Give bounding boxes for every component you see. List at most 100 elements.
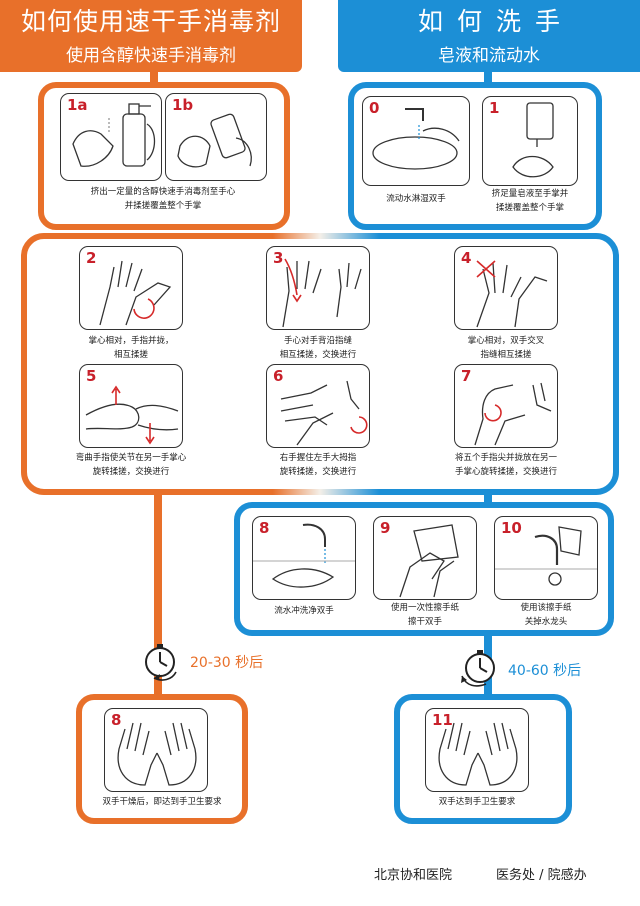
- connector-line: [484, 72, 492, 86]
- caption-line: 双手干燥后，即达到手卫生要求: [102, 797, 222, 807]
- faucet-wet-hands-illustration: [372, 108, 460, 170]
- fingertips-rotation-illustration: [474, 382, 552, 446]
- step-number: 10: [501, 519, 522, 537]
- step-4-caption: 掌心相对，双手交叉 指缝相互揉搓: [446, 334, 566, 362]
- alcohol-end-box: [76, 694, 248, 824]
- caption-line: 关掉水龙头: [524, 617, 568, 627]
- caption-line: 手掌心旋转揉搓，交换进行: [454, 467, 557, 477]
- caption-line: 指缝相互揉搓: [480, 350, 532, 360]
- step-card-10: 10: [494, 516, 598, 600]
- thumb-rotation-illustration: [280, 380, 368, 446]
- header-alcohol-rub: 如何使用速干手消毒剂 使用含醇快速手消毒剂: [0, 0, 302, 72]
- step-8-dry-caption: 双手干燥后，即达到手卫生要求: [84, 795, 240, 809]
- step-number: 1b: [172, 96, 194, 114]
- header-handwash: 如何洗手 皂液和流动水: [338, 0, 640, 72]
- alcohol-start-box: [38, 82, 290, 230]
- step-card-1b: 1b: [165, 93, 267, 181]
- wash-start-box: [348, 82, 602, 230]
- wash-end-box: [394, 694, 572, 824]
- caption-line: 掌心相对，双手交叉: [467, 336, 545, 346]
- step-card-8-rinse: 8: [252, 516, 356, 600]
- header-subtitle: 使用含醇快速手消毒剂: [66, 46, 236, 66]
- step-card-9: 9: [373, 516, 477, 600]
- interlocked-fingers-illustration: [85, 385, 179, 445]
- caption-line: 双手达到手卫生要求: [438, 797, 516, 807]
- caption-line: 将五个手指尖并拢放在另一: [454, 453, 557, 463]
- caption-line: 挤出一定量的含醇快速手消毒剂至手心: [90, 187, 236, 197]
- paper-towel-dry-illustration: [399, 524, 459, 598]
- step-card-1: 1: [482, 96, 578, 186]
- stopwatch-icon: [145, 644, 177, 681]
- timer-label: 20-30 秒后: [190, 655, 264, 671]
- step-card-7: 7: [454, 364, 558, 448]
- footer-hospital: 北京协和医院: [374, 868, 453, 883]
- caption-line: 旋转揉搓，交换进行: [92, 467, 170, 477]
- step-9-caption: 使用一次性擦手纸 擦干双手: [365, 601, 485, 629]
- hand-sanitizer-illustration: [72, 103, 156, 167]
- caption-line: 相互揉搓: [113, 350, 148, 360]
- caption-line: 挤足量皂液至手掌并: [491, 189, 569, 199]
- step-card-5: 5: [79, 364, 183, 448]
- header-subtitle: 皂液和流动水: [438, 46, 540, 66]
- caption-line: 相互揉搓，交换进行: [279, 350, 357, 360]
- step-number: 1a: [67, 96, 88, 114]
- step-card-6: 6: [266, 364, 370, 448]
- step-number: 8: [111, 711, 122, 729]
- footer-department: 医务处 / 院感办: [496, 868, 587, 883]
- step-card-1a: 1a: [60, 93, 162, 181]
- caption-line: 弯曲手指使关节在另一手掌心: [75, 453, 187, 463]
- step-card-8-dry: 8: [104, 708, 208, 792]
- caption-line: 流水冲洗净双手: [274, 606, 334, 616]
- step-7-caption: 将五个手指尖并拢放在另一 手掌心旋转揉搓，交换进行: [438, 451, 574, 479]
- step-1ab-caption: 挤出一定量的含醇快速手消毒剂至手心 并揉搓覆盖整个手掌: [74, 185, 252, 213]
- step-number: 11: [432, 711, 453, 729]
- step-card-11: 11: [425, 708, 529, 792]
- caption-line: 揉搓覆盖整个手掌: [495, 203, 564, 213]
- step-8-rinse-caption: 流水冲洗净双手: [252, 604, 356, 618]
- caption-line: 使用该擦手纸: [520, 603, 572, 613]
- back-of-hand-illustration: [282, 258, 362, 328]
- header-title: 如何使用速干手消毒剂: [20, 7, 281, 36]
- step-card-2: 2: [79, 246, 183, 330]
- header-title: 如何洗手: [417, 7, 574, 36]
- step-5-caption: 弯曲手指使关节在另一手掌心 旋转揉搓，交换进行: [62, 451, 200, 479]
- step-number: 1: [489, 99, 500, 117]
- step-number: 2: [86, 249, 97, 267]
- soap-dispenser-illustration: [512, 102, 554, 178]
- step-card-3: 3: [266, 246, 370, 330]
- step-number: 9: [380, 519, 391, 537]
- step-number: 0: [369, 99, 380, 117]
- step-number: 7: [461, 367, 472, 385]
- step-card-4: 4: [454, 246, 558, 330]
- step-3-caption: 手心对手背沿指缝 相互揉搓，交换进行: [258, 334, 378, 362]
- step-number: 3: [273, 249, 284, 267]
- caption-line: 右手握住左手大拇指: [279, 453, 357, 463]
- step-number: 8: [259, 519, 270, 537]
- stopwatch-icon: [461, 650, 495, 687]
- step-card-0: 0: [362, 96, 470, 186]
- caption-line: 掌心相对，手指并拢，: [88, 336, 174, 346]
- caption-line: 手心对手背沿指缝: [283, 336, 352, 346]
- step-number: 4: [461, 249, 472, 267]
- interlaced-fingers-illustration: [476, 260, 548, 328]
- connector-line: [150, 72, 158, 86]
- clean-hands-illustration: [438, 722, 518, 786]
- caption-line: 旋转揉搓，交换进行: [279, 467, 357, 477]
- hand-sanitizer-illustration: [177, 113, 252, 168]
- step-1-caption: 挤足量皂液至手掌并 揉搓覆盖整个手掌: [470, 187, 590, 215]
- step-11-caption: 双手达到手卫生要求: [405, 795, 549, 809]
- timer-label: 40-60 秒后: [508, 663, 582, 679]
- step-10-caption: 使用该擦手纸 关掉水龙头: [486, 601, 606, 629]
- dry-hands-illustration: [117, 722, 197, 786]
- step-6-caption: 右手握住左手大拇指 旋转揉搓，交换进行: [258, 451, 378, 479]
- caption-line: 流动水淋湿双手: [386, 194, 446, 204]
- step-0-caption: 流动水淋湿双手: [362, 192, 470, 206]
- rinse-hands-illustration: [253, 523, 355, 588]
- caption-line: 擦干双手: [407, 617, 442, 627]
- rinse-dry-box: [234, 502, 614, 636]
- caption-line: 并揉搓覆盖整个手掌: [124, 201, 202, 211]
- caption-line: 使用一次性擦手纸: [390, 603, 459, 613]
- palm-to-palm-illustration: [99, 260, 172, 326]
- step-number: 5: [86, 367, 97, 385]
- step-2-caption: 掌心相对，手指并拢， 相互揉搓: [71, 334, 191, 362]
